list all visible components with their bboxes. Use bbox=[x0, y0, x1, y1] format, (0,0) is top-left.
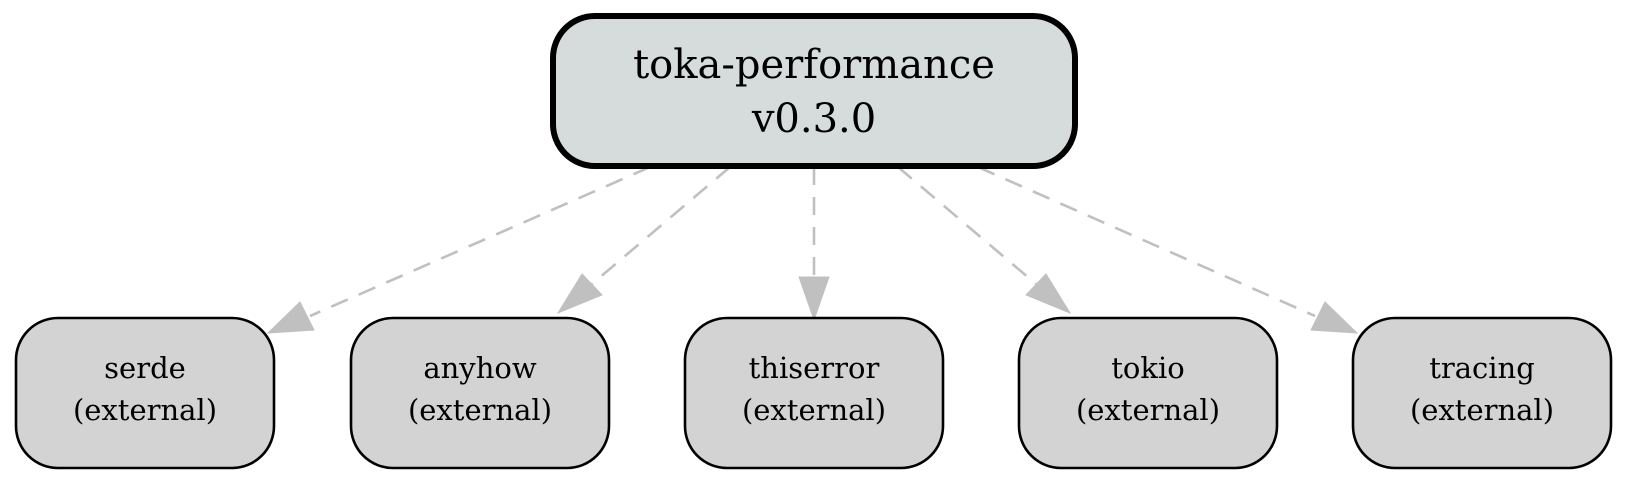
node-thiserror: thiserror (external) bbox=[683, 316, 945, 470]
node-tokio-box bbox=[1017, 316, 1279, 470]
edge-toka-performance-to-thiserror bbox=[798, 167, 830, 322]
edge-toka-performance-to-tracing bbox=[977, 165, 1359, 334]
node-thiserror-kind: (external) bbox=[742, 393, 886, 427]
node-toka-performance: toka-performance v0.3.0 bbox=[550, 13, 1078, 169]
node-serde-kind: (external) bbox=[73, 393, 217, 427]
node-tracing-kind: (external) bbox=[1410, 393, 1554, 427]
dependency-nodes: serde (external) anyhow (external) thise… bbox=[14, 316, 1613, 470]
node-tracing-box bbox=[1351, 316, 1613, 470]
node-tokio-kind: (external) bbox=[1076, 393, 1220, 427]
root-node-name: toka-performance bbox=[633, 42, 995, 88]
root-node-version: v0.3.0 bbox=[751, 96, 876, 142]
node-serde: serde (external) bbox=[14, 316, 276, 470]
node-thiserror-name: thiserror bbox=[749, 351, 880, 385]
node-thiserror-box bbox=[683, 316, 945, 470]
dependency-edges bbox=[266, 165, 1359, 334]
edge-toka-performance-to-tokio bbox=[897, 166, 1072, 315]
edge-toka-performance-to-serde bbox=[266, 165, 651, 334]
node-tracing: tracing (external) bbox=[1351, 316, 1613, 470]
node-serde-name: serde bbox=[104, 351, 186, 385]
node-anyhow-box bbox=[349, 316, 611, 470]
root-node-box bbox=[550, 13, 1078, 169]
node-serde-box bbox=[14, 316, 276, 470]
node-anyhow-kind: (external) bbox=[408, 393, 552, 427]
node-anyhow: anyhow (external) bbox=[349, 316, 611, 470]
node-tokio: tokio (external) bbox=[1017, 316, 1279, 470]
node-tracing-name: tracing bbox=[1429, 351, 1535, 385]
node-anyhow-name: anyhow bbox=[423, 351, 536, 385]
node-tokio-name: tokio bbox=[1111, 351, 1184, 385]
edge-toka-performance-to-anyhow bbox=[556, 166, 731, 315]
